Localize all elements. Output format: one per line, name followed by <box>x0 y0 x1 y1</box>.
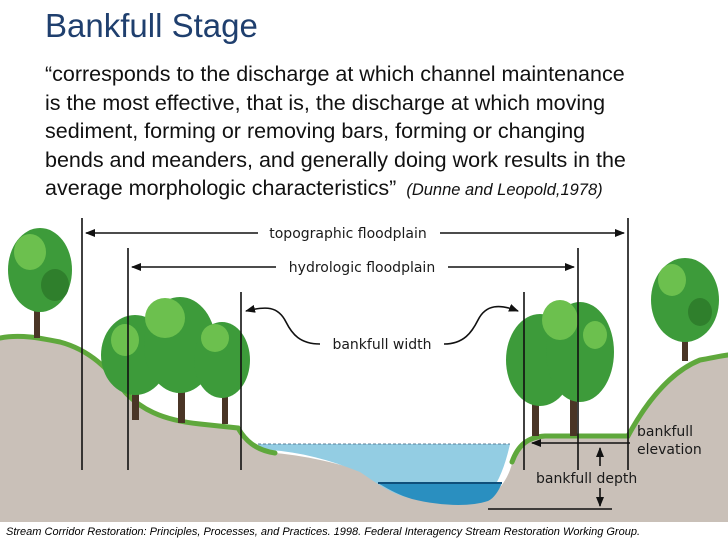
low-flow-water <box>378 483 502 505</box>
tree-left-cluster <box>101 297 250 424</box>
source-caption: Stream Corridor Restoration: Principles,… <box>6 526 640 538</box>
definition-quote: “corresponds to the discharge at which c… <box>45 60 715 205</box>
ground-profile <box>0 336 728 522</box>
quote-line: bends and meanders, and generally doing … <box>45 147 626 172</box>
quote-line: sediment, forming or removing bars, form… <box>45 119 586 143</box>
bankfull-elevation-label-line1: bankfull <box>637 424 693 440</box>
boundary-lines <box>81 218 629 470</box>
hydrologic-floodplain-label: hydrologic floodplain <box>289 260 435 276</box>
slide-title: Bankfull Stage <box>45 7 258 44</box>
bankfull-elevation-label-line2: elevation <box>637 442 702 458</box>
citation: (Dunne and Leopold,1978) <box>406 181 603 199</box>
quote-line: “corresponds to the discharge at which c… <box>45 62 625 86</box>
bankfull-width-arrow-right <box>443 304 519 345</box>
bankfull-depth-label: bankfull depth <box>536 471 637 487</box>
tree-far-left <box>8 228 72 338</box>
bankfull-width-arrow-left <box>245 304 321 345</box>
bankfull-width-label: bankfull width <box>332 337 431 353</box>
quote-text: average morphologic characteristics” <box>45 176 397 200</box>
tree-far-right <box>651 258 719 361</box>
tree-right-bank <box>506 300 614 436</box>
quote-line-last: average morphologic characteristics” (Dun… <box>45 174 715 205</box>
quote-line: is the most effective, that is, the disc… <box>45 90 606 115</box>
topographic-floodplain-label: topographic floodplain <box>269 226 426 242</box>
